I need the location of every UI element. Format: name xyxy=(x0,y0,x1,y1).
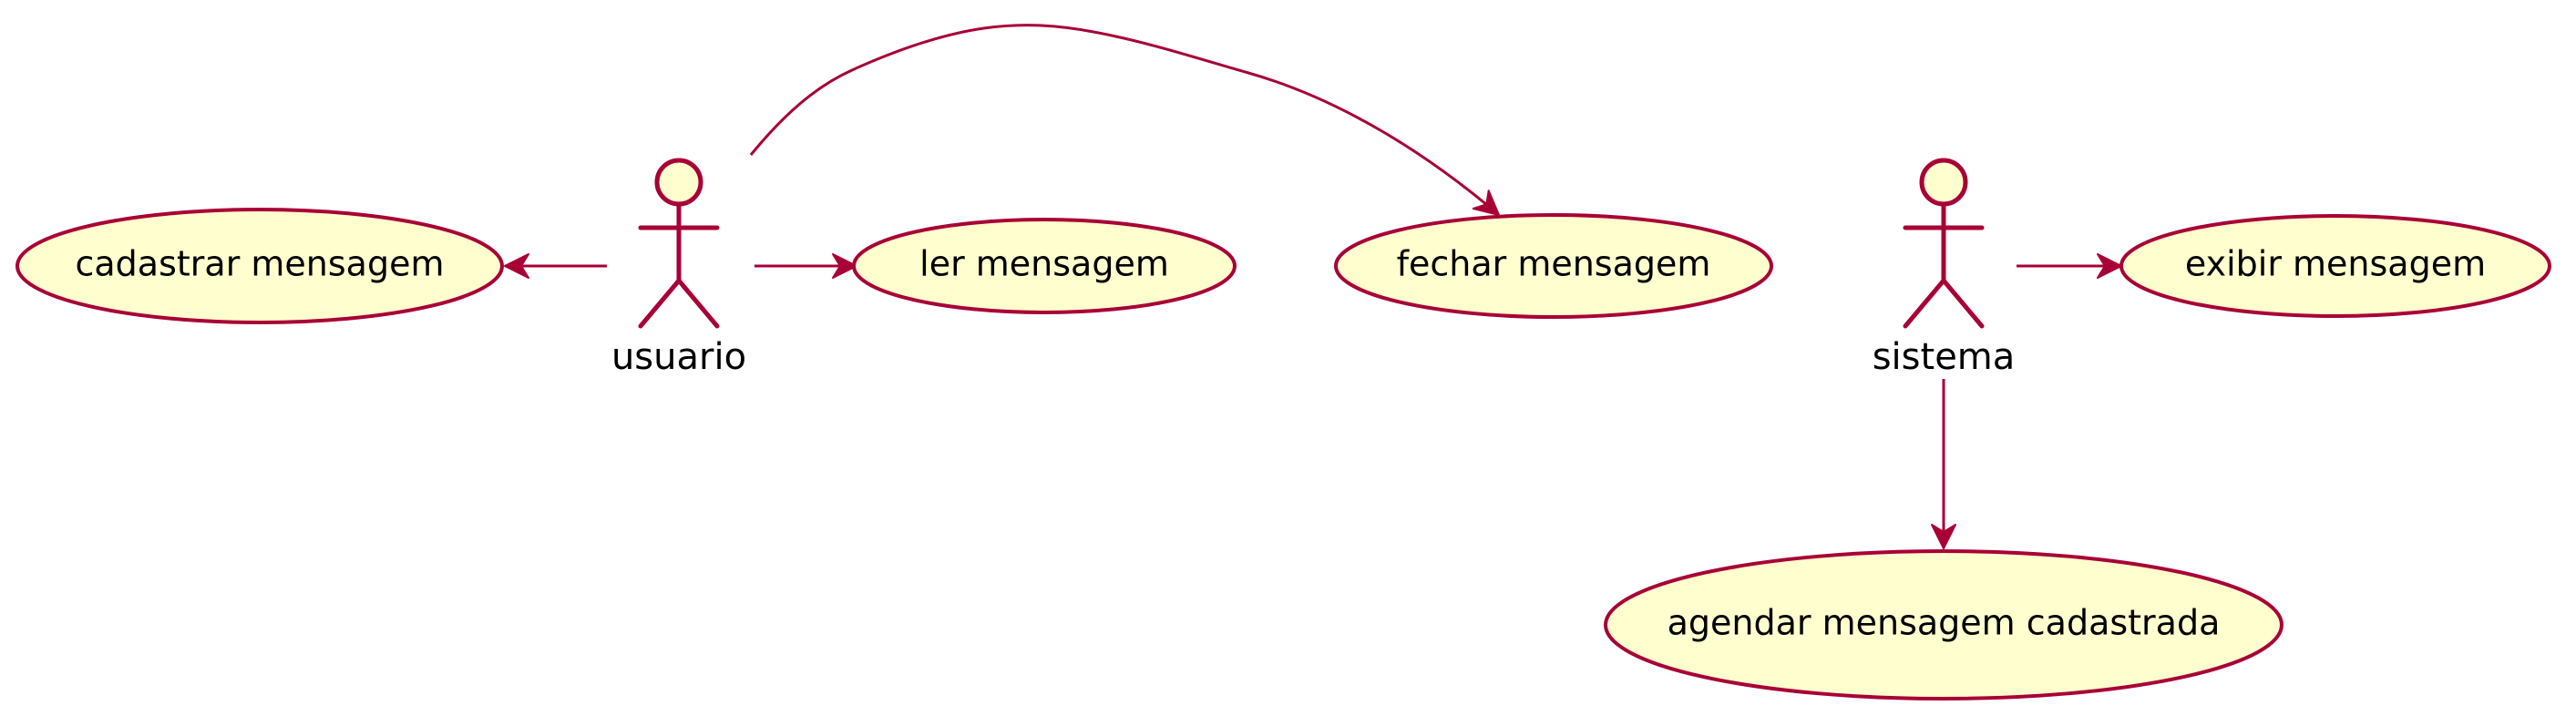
relation-usuario-fechar xyxy=(749,24,1500,217)
actor-usuario-right-leg xyxy=(676,278,720,329)
usecase-exibir-ellipse xyxy=(2119,214,2551,318)
actor-sistema-left-leg xyxy=(1903,278,1946,329)
usecase-agendar-mensagem-cadastrada[interactable]: agendar mensagem cadastrada xyxy=(1604,549,2284,700)
usecase-fechar-ellipse xyxy=(1334,213,1773,319)
usecase-ler-mensagem[interactable]: ler mensagem xyxy=(852,218,1237,314)
usecase-ler-label: ler mensagem xyxy=(919,244,1169,284)
usecase-exibir-label: exibir mensagem xyxy=(2185,244,2486,284)
actor-usuario-label: usuario xyxy=(611,336,746,378)
usecase-ler-ellipse xyxy=(852,218,1237,314)
usecase-agendar-ellipse xyxy=(1604,549,2284,700)
actor-sistema-right-leg xyxy=(1941,278,1985,329)
actor-sistema[interactable] xyxy=(1903,158,1985,329)
usecase-cadastrar-mensagem[interactable]: cadastrar mensagem xyxy=(15,208,504,324)
relations xyxy=(504,24,2122,549)
actor-sistema-head xyxy=(1919,158,1968,207)
usecase-agendar-label: agendar mensagem cadastrada xyxy=(1668,603,2221,643)
usecase-fechar-mensagem[interactable]: fechar mensagem xyxy=(1334,213,1773,319)
usecase-exibir-mensagem[interactable]: exibir mensagem xyxy=(2119,214,2551,318)
actor-usuario-left-leg xyxy=(638,278,682,329)
actor-sistema-label: sistema xyxy=(1873,336,2016,378)
usecase-cadastrar-label: cadastrar mensagem xyxy=(76,244,445,284)
actor-usuario[interactable] xyxy=(638,158,720,329)
usecase-cadastrar-ellipse xyxy=(15,208,504,324)
actor-usuario-head xyxy=(654,158,703,207)
usecase-fechar-label: fechar mensagem xyxy=(1397,244,1711,284)
